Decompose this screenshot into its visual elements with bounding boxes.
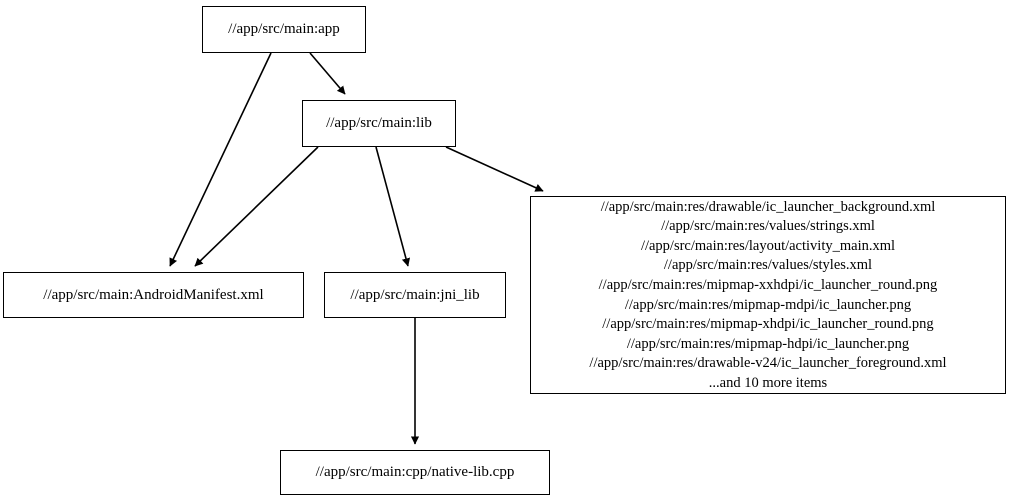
node-native-lib-cpp[interactable]: //app/src/main:cpp/native-lib.cpp bbox=[280, 450, 550, 495]
node-android-manifest[interactable]: //app/src/main:AndroidManifest.xml bbox=[3, 272, 304, 318]
node-jni-lib-label: //app/src/main:jni_lib bbox=[350, 286, 480, 303]
node-app[interactable]: //app/src/main:app bbox=[202, 6, 366, 53]
node-jni-lib[interactable]: //app/src/main:jni_lib bbox=[324, 272, 506, 318]
edge-app-to-lib bbox=[309, 52, 346, 95]
edge-lib-to-manifest bbox=[194, 146, 319, 267]
node-android-manifest-label: //app/src/main:AndroidManifest.xml bbox=[43, 286, 264, 303]
node-lib[interactable]: //app/src/main:lib bbox=[302, 100, 456, 147]
node-resources-bundle-label: //app/src/main:res/drawable/ic_launcher_… bbox=[589, 198, 947, 391]
node-resources-bundle[interactable]: //app/src/main:res/drawable/ic_launcher_… bbox=[530, 196, 1006, 394]
edge-app-to-manifest bbox=[169, 52, 272, 267]
node-native-lib-cpp-label: //app/src/main:cpp/native-lib.cpp bbox=[315, 464, 515, 480]
node-lib-label: //app/src/main:lib bbox=[326, 115, 432, 131]
edge-lib-to-resources bbox=[445, 146, 544, 192]
edge-lib-to-jni-lib bbox=[375, 146, 411, 267]
node-app-label: //app/src/main:app bbox=[228, 21, 340, 37]
